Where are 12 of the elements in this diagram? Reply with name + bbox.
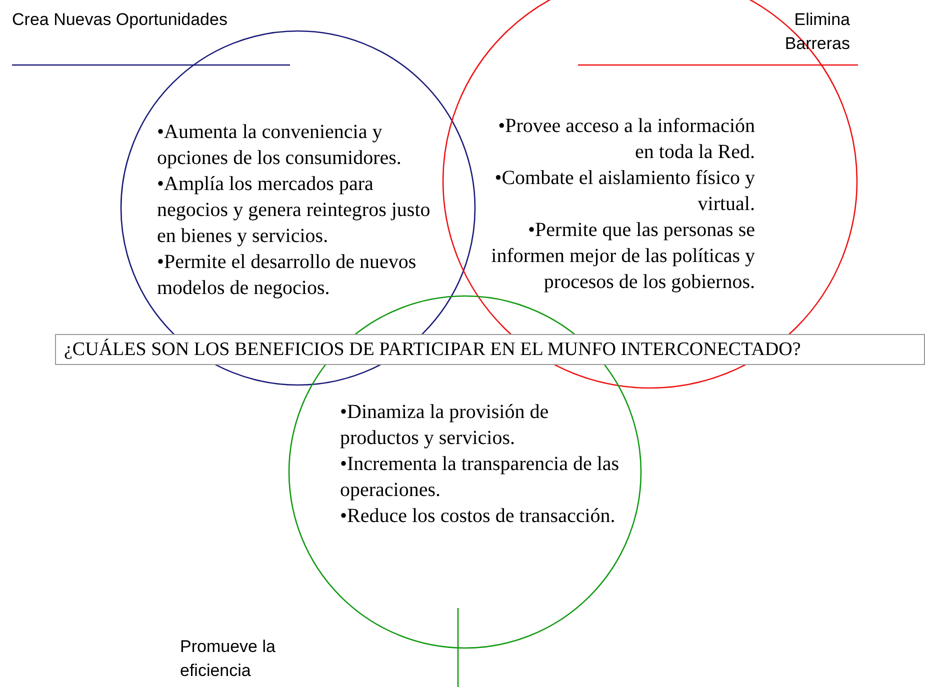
bullet-point: •Permite que las personas se informen mejor de las políticas y procesos de los gobiernos. <box>490 218 755 295</box>
bullet-point: •Aumenta la conveniencia y opciones de los consumidores. <box>157 120 402 171</box>
bullet-point: •Dinamiza la provisión de productos y servicios. <box>340 400 550 451</box>
question-banner: ¿CUÁLES SON LOS BENEFICIOS DE PARTICIPAR EN EL MUNFO INTERCONECTADO? <box>55 334 925 365</box>
bullet-point: •Combate el aislamiento físico y virtual. <box>494 166 755 217</box>
bullet-point: •Amplía los mercados para negocios y genera reintegros justo en bienes y servicios. <box>157 172 432 249</box>
circle-heading: Promueve la eficiencia <box>180 636 276 682</box>
bullet-point: •Provee acceso a la información en toda la Red. <box>497 114 755 165</box>
bullet-point: •Incrementa la transparencia de las operaciones. <box>340 452 620 503</box>
circle-heading: Crea Nuevas Oportunidades <box>12 9 228 31</box>
bullet-point: •Reduce los costos de transacción. <box>340 504 616 529</box>
bullet-point: •Permite el desarrollo de nuevos modelos de negocios. <box>157 250 418 301</box>
